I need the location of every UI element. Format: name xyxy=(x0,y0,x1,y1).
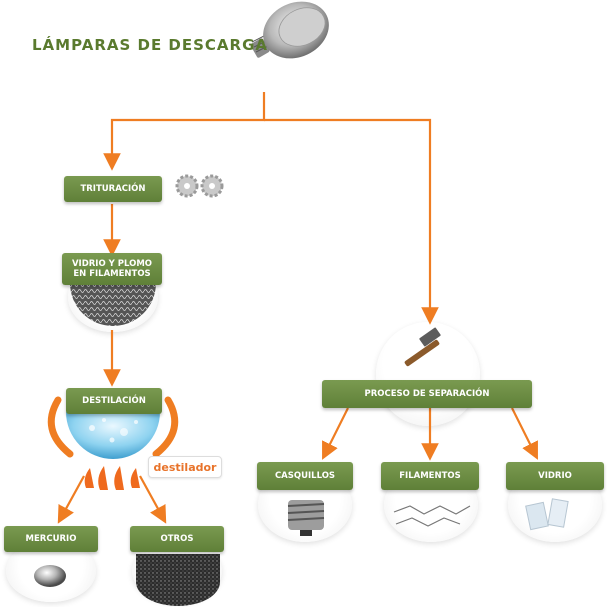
node-mercurio: MERCURIO xyxy=(4,526,98,552)
page-title: LÁMPARAS DE DESCARGA xyxy=(32,36,269,54)
filament-texture-image xyxy=(70,283,156,326)
node-filamentos: FILAMENTOS xyxy=(381,462,479,490)
lamp-bulb-icon xyxy=(250,1,329,59)
destilador-label: destilador xyxy=(148,456,222,478)
filament-wire-image xyxy=(393,505,471,527)
lamp-cap-image xyxy=(287,500,325,536)
distiller-illustration xyxy=(47,396,179,459)
glass-pieces-image xyxy=(525,498,569,531)
node-casquillos: CASQUILLOS xyxy=(257,462,353,490)
residue-image xyxy=(136,554,220,606)
node-otros: OTROS xyxy=(130,526,224,552)
mercury-drop-image xyxy=(34,565,66,587)
hammer-icon xyxy=(404,327,441,367)
gear-icon xyxy=(175,174,224,198)
connector-lines xyxy=(57,92,538,524)
node-trituracion: TRITURACIÓN xyxy=(64,176,162,202)
node-vidrio: VIDRIO xyxy=(506,462,604,490)
node-vidrio-plomo: VIDRIO Y PLOMO EN FILAMENTOS xyxy=(62,253,162,285)
node-destilacion: DESTILACIÓN xyxy=(66,388,162,414)
node-proceso-separacion: PROCESO DE SEPARACIÓN xyxy=(322,380,532,408)
flame-icon xyxy=(84,466,140,490)
